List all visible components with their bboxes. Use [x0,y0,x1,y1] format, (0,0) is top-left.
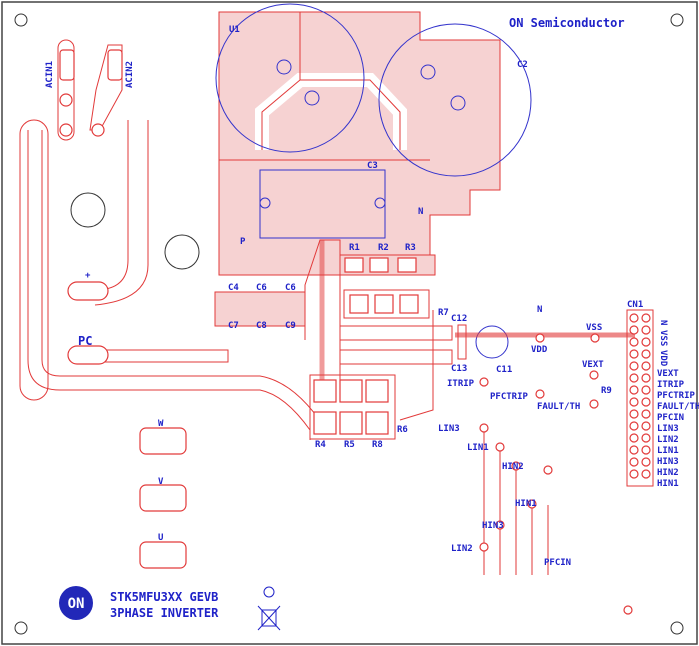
mounting-holes [14,13,684,635]
cn1-pin-label: LIN1 [657,446,679,456]
cn1-pin-label: HIN3 [657,457,679,467]
logo-text: ON [68,596,85,612]
label-c9: C9 [285,321,296,331]
copper-plane [218,11,501,276]
label-vext: VEXT [582,360,604,370]
label-r3: R3 [405,243,416,253]
mid-components [214,239,635,440]
label-lin1: LIN1 [467,443,489,453]
label-pfctrip: PFCTRIP [490,392,529,402]
label-c7: C7 [228,321,239,331]
cn1-pin-label: HIN1 [657,479,679,489]
label-lin2: LIN2 [451,544,473,554]
cn1-pin-label: PFCIN [657,413,684,423]
label-lin3: LIN3 [438,424,460,434]
label-r2: R2 [378,243,389,253]
cn1-pin-vertical: VDD [658,350,668,367]
label-c13: C13 [451,364,467,374]
recycle-icon [257,586,281,631]
on-logo: ON [59,586,93,620]
label-c8: C8 [256,321,267,331]
pads [59,49,187,569]
label-n-top: N [418,207,423,217]
label-pc: PC [78,334,92,348]
label-r6: R6 [397,425,408,435]
label-r4: R4 [315,440,326,450]
label-acin1: ACIN1 [45,61,55,88]
cn1-pin-label: FAULT/TH [657,402,699,412]
label-vss: VSS [586,323,602,333]
label-c2: C2 [517,60,528,70]
connector-cn1 [626,309,654,487]
label-cn1: CN1 [627,300,643,310]
label-vdd: VDD [531,345,548,355]
label-p: P [240,237,246,247]
cn1-pin-label: ITRIP [657,380,685,390]
cn1-pin-label: LIN2 [657,435,679,445]
label-hin1: HIN1 [515,499,537,509]
label-itrip: ITRIP [447,379,475,389]
cn1-pin-label: HIN2 [657,468,679,478]
label-r9: R9 [601,386,612,396]
brand-label: ON Semiconductor [509,16,625,30]
component-outlines [215,3,532,239]
label-v: V [158,477,164,487]
label-u: U [158,533,163,543]
cn1-pin-label: VEXT [657,369,679,379]
label-w: W [158,419,164,429]
label-hin3: HIN3 [482,521,504,531]
label-n-mid: N [537,305,542,315]
cn1-pin-label: PFCTRIP [657,391,696,401]
label-hin2: HIN2 [502,462,524,472]
label-c3: C3 [367,161,378,171]
label-c11: C11 [496,365,512,375]
label-u1: U1 [229,25,240,35]
cn1-pin-label: LIN3 [657,424,679,434]
label-r1: R1 [349,243,360,253]
label-r8: R8 [372,440,383,450]
cn1-pin-vertical: VSS [658,330,668,346]
label-c6a: C6 [256,283,267,293]
label-c4: C4 [228,283,239,293]
board-title-line2: 3PHASE INVERTER [110,606,219,620]
board-title-line1: STK5MFU3XX GEVB [110,590,218,604]
label-plus: + [85,271,91,281]
label-r7: R7 [438,308,449,318]
label-fault-th: FAULT/TH [537,402,580,412]
cn1-pin-vertical: N [658,320,668,325]
label-acin2: ACIN2 [125,61,135,88]
label-c6b: C6 [285,283,296,293]
label-r5: R5 [344,440,355,450]
input-traces [479,333,633,615]
label-c12: C12 [451,314,467,324]
label-pfcin: PFCIN [544,558,571,568]
